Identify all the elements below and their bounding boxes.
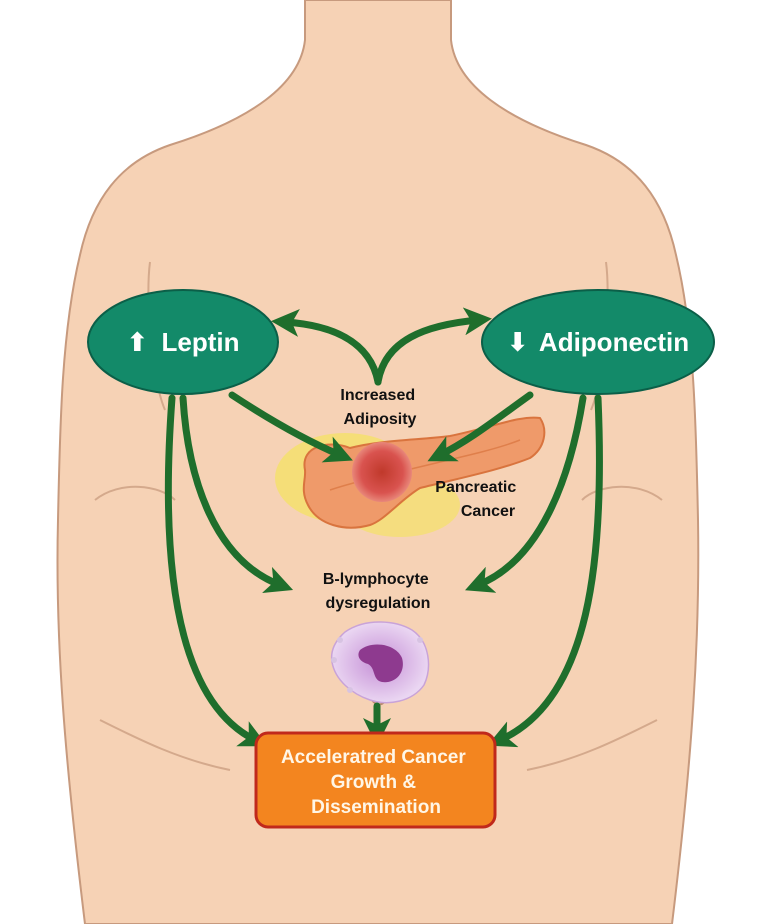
arrow-adiponectin-to-outcome xyxy=(487,394,603,748)
arrow-adiponectin-to-blymph xyxy=(465,394,587,593)
svg-text:⬆ Leptin: ⬆ Leptin xyxy=(126,327,239,357)
arrow-adiposity-to-leptin xyxy=(271,308,382,386)
leptin-oval xyxy=(87,289,279,395)
outcome-node: Acceleratred Cancer Growth & Disseminati… xyxy=(254,731,497,829)
arrow-adiposity-to-adiponectin xyxy=(374,307,492,386)
outcome-label: Acceleratred Cancer Growth & Disseminati… xyxy=(281,747,471,818)
adiponectin-oval xyxy=(481,289,715,395)
adiponectin-label: Adiponectin xyxy=(539,327,689,357)
arrow-leptin-to-pancreas xyxy=(228,391,353,463)
svg-text:⬇ Adiponectin: ⬇ Adiponectin xyxy=(507,327,689,357)
b-lymphocyte-label: B-lymphocyte dysregulation xyxy=(323,571,433,612)
leptin-up-arrow-icon: ⬆ xyxy=(126,327,148,357)
adiponectin-down-arrow-icon: ⬇ xyxy=(507,327,529,357)
arrow-adiponectin-to-pancreas xyxy=(427,391,534,462)
arrow-leptin-to-outcome xyxy=(164,394,268,747)
b-lymphocyte-cell-illustration xyxy=(330,621,430,704)
pathway-arrows xyxy=(164,307,603,748)
arrow-leptin-to-blymph xyxy=(179,394,294,594)
pancreas-with-tumor-illustration xyxy=(275,416,546,537)
adiposity-label: Increased Adiposity xyxy=(340,387,419,428)
outcome-box xyxy=(254,731,497,829)
leptin-label: Leptin xyxy=(162,327,240,357)
leptin-node: ⬆ Leptin xyxy=(87,289,279,395)
pancreatic-cancer-label: Pancreatic Cancer xyxy=(435,479,520,520)
adiponectin-node: ⬇ Adiponectin xyxy=(481,289,715,395)
